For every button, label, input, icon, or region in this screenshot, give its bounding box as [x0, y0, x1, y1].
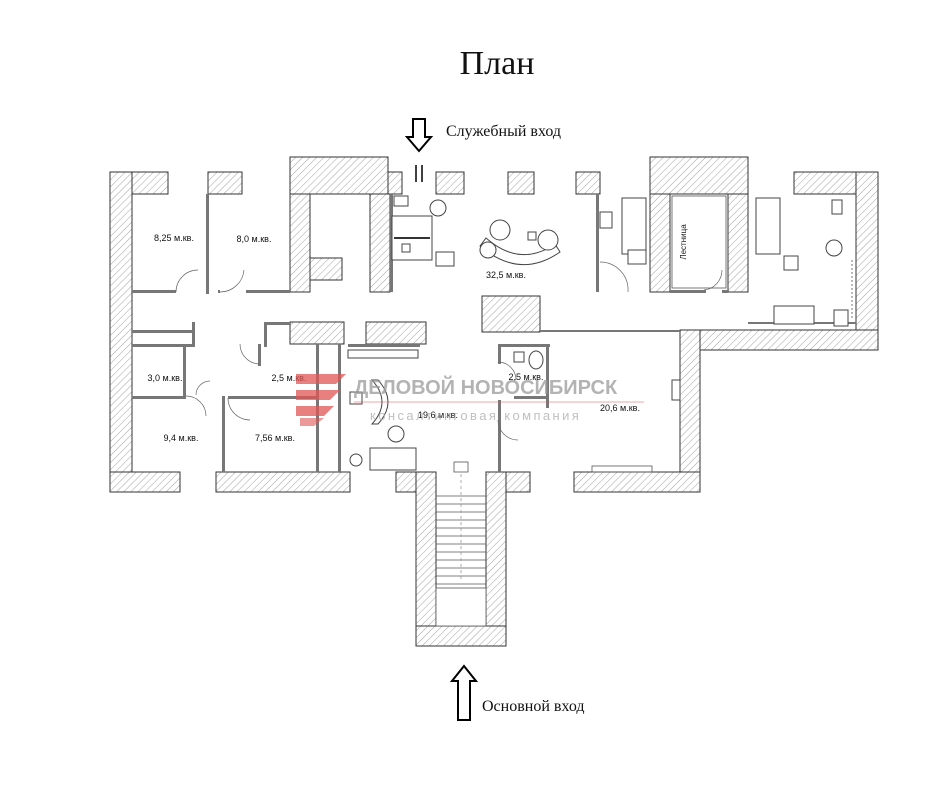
room-label: 19,6 м.кв.	[418, 410, 458, 420]
room-label: 3,0 м.кв.	[148, 373, 183, 383]
room-label: 2,5 м.кв.	[509, 372, 544, 382]
stairs-label: Лестница	[679, 224, 688, 260]
watermark-logo-icon	[296, 374, 346, 426]
room-label: 8,25 м.кв.	[154, 233, 194, 243]
door-swings	[175, 261, 723, 441]
main-staircase	[435, 461, 487, 627]
main-entrance-arrow-icon	[449, 664, 479, 721]
watermark-title: ДЕЛОВОЙ НОВОСИБИРСК	[354, 375, 618, 399]
room-label: 9,4 м.кв.	[164, 433, 199, 443]
furniture	[347, 195, 853, 473]
watermark-subtitle: консалтинговая компания	[370, 408, 581, 423]
room-label: 20,6 м.кв.	[600, 403, 640, 413]
room-label: 32,5 м.кв.	[486, 270, 526, 280]
service-entrance-label: Служебный вход	[446, 123, 561, 140]
room-label: 8,0 м.кв.	[237, 234, 272, 244]
plan-title: План	[460, 45, 535, 82]
room-labels: 8,25 м.кв. 8,0 м.кв. 32,5 м.кв. 3,0 м.кв…	[148, 233, 640, 443]
service-entrance-arrow-icon	[404, 118, 434, 182]
outer-walls	[109, 156, 879, 647]
main-entrance-label: Основной вход	[482, 698, 585, 715]
room-label: 7,56 м.кв.	[255, 433, 295, 443]
room-label: 2,5 м.кв.	[272, 373, 307, 383]
watermark: ДЕЛОВОЙ НОВОСИБИРСК консалтинговая компа…	[296, 374, 644, 426]
